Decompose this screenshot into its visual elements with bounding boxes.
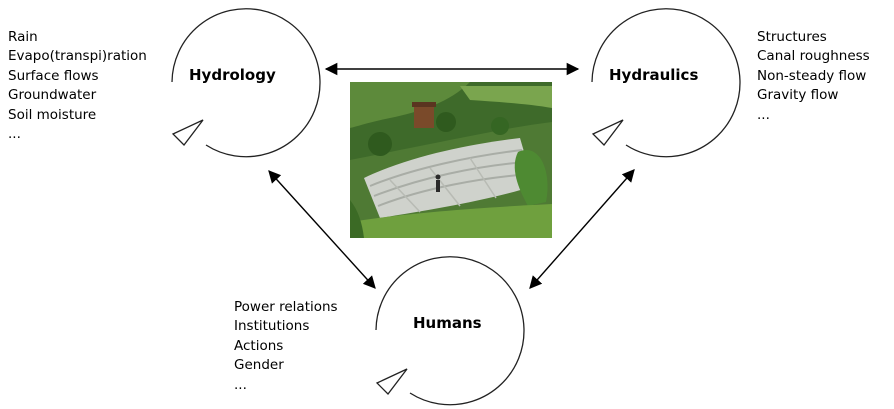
hydrology-factor-list: Rain Evapo(transpi)ration Surface flows … [8,28,147,144]
list-item: Soil moisture [8,106,97,123]
list-item: Structures [757,29,827,45]
humans-title: Humans [413,314,482,332]
hydraulics-title: Hydraulics [609,66,699,84]
list-item: ... [8,126,21,143]
hydraulics-cycle-arc [591,8,741,158]
hydrology-title: Hydrology [189,66,276,84]
list-item: Actions [234,337,284,354]
hydrology-cycle-arc [171,8,321,158]
list-item: Evapo(transpi)ration [8,48,147,65]
hydraulics-cycle-arrowhead [591,119,624,146]
hydraulics-cycle [591,8,741,158]
list-item: Canal roughness [757,48,870,65]
list-item: ... [757,106,770,123]
arrow-hydrology-humans [268,170,376,289]
arrow-hydraulics-humans [529,169,635,289]
humans-cycle-arrowhead [375,368,408,395]
hydraulics-factor-list: Structures Canal roughness Non-steady fl… [757,28,870,125]
humans-factor-list: Power relations Institutions Actions Gen… [234,298,338,395]
irrigation-field-photo [350,82,552,238]
humans-cycle-arc [375,256,525,406]
list-item: Non-steady flow [757,67,867,84]
list-item: Rain [8,29,38,45]
list-item: Gravity flow [757,87,839,104]
list-item: Gender [234,357,284,374]
hydrology-cycle-arrowhead [171,119,204,146]
list-item: Institutions [234,318,310,335]
list-item: ... [234,376,247,393]
list-item: Power relations [234,299,338,315]
list-item: Groundwater [8,87,97,104]
list-item: Surface flows [8,67,99,84]
humans-cycle [375,256,525,406]
hydrology-cycle [171,8,321,158]
